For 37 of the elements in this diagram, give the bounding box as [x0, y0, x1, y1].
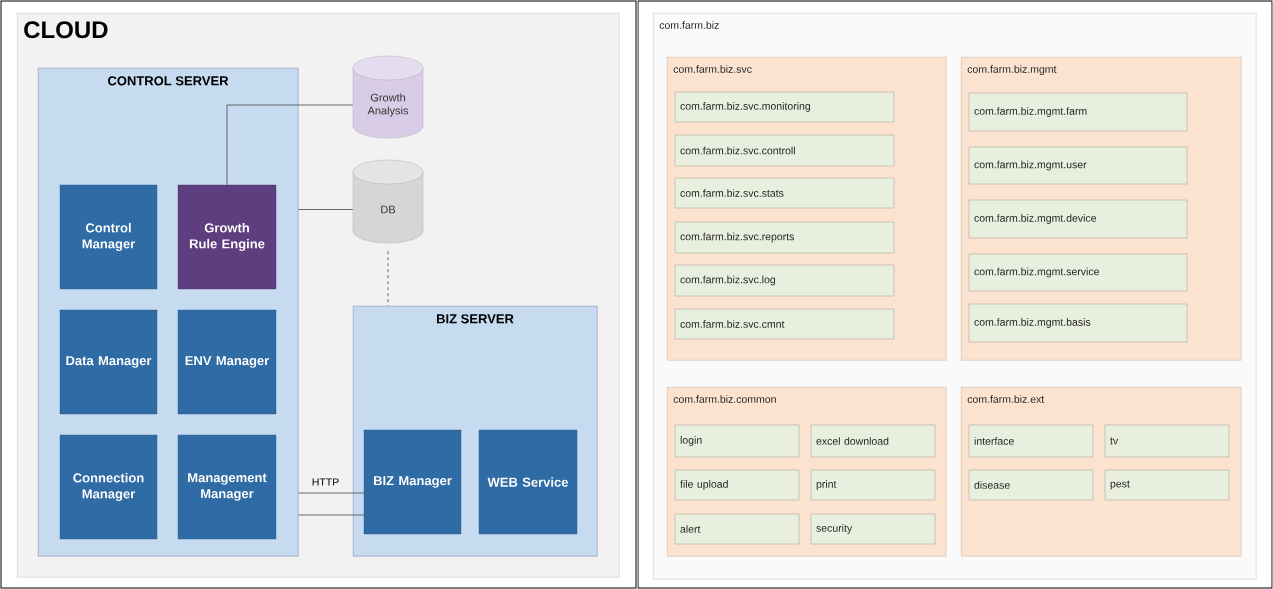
module-box: com.farm.biz.mgmt.basis: [968, 303, 1188, 343]
module-box: com.farm.biz.svc.reports: [674, 221, 895, 254]
module-box: com.farm.biz.svc.stats: [674, 177, 895, 209]
connector-line: [297, 209, 354, 210]
component-box: ENV Manager: [177, 309, 277, 415]
component-box: Control Manager: [59, 184, 158, 290]
component-box: Data Manager: [59, 309, 158, 415]
module-box: print: [810, 469, 936, 501]
component-box: Growth Rule Engine: [177, 184, 277, 290]
module-box: com.farm.biz.svc.controll: [674, 134, 895, 167]
edge-label: HTTP: [312, 478, 339, 486]
connector-line: [387, 250, 389, 307]
module-box: com.farm.biz.svc.monitoring: [674, 91, 895, 123]
module-box: tv: [1104, 424, 1230, 458]
module-box: security: [810, 513, 936, 545]
module-box: com.farm.biz.mgmt.user: [968, 146, 1188, 185]
module-box: pest: [1104, 469, 1230, 501]
connector-line: [297, 514, 365, 516]
module-box: disease: [968, 469, 1094, 501]
module-box: file upload: [674, 469, 800, 501]
connector-line: [297, 492, 365, 494]
module-box: com.farm.biz.svc.cmnt: [674, 308, 895, 340]
connector-line: [226, 104, 354, 186]
component-box: Connection Manager: [59, 434, 158, 540]
module-box: com.farm.biz.mgmt.service: [968, 253, 1188, 292]
database-cylinder: DB: [352, 159, 424, 244]
database-cylinder: Growth Analysis: [352, 55, 424, 139]
module-box: interface: [968, 424, 1094, 458]
module-box: com.farm.biz.mgmt.device: [968, 199, 1188, 239]
component-box: Management Manager: [177, 434, 277, 540]
module-box: excel download: [810, 424, 936, 458]
component-box: WEB Service: [478, 429, 578, 535]
module-box: com.farm.biz.svc.log: [674, 264, 895, 297]
module-box: login: [674, 424, 800, 458]
module-box: com.farm.biz.mgmt.farm: [968, 92, 1188, 132]
module-box: alert: [674, 513, 800, 545]
component-box: BIZ Manager: [363, 429, 462, 535]
